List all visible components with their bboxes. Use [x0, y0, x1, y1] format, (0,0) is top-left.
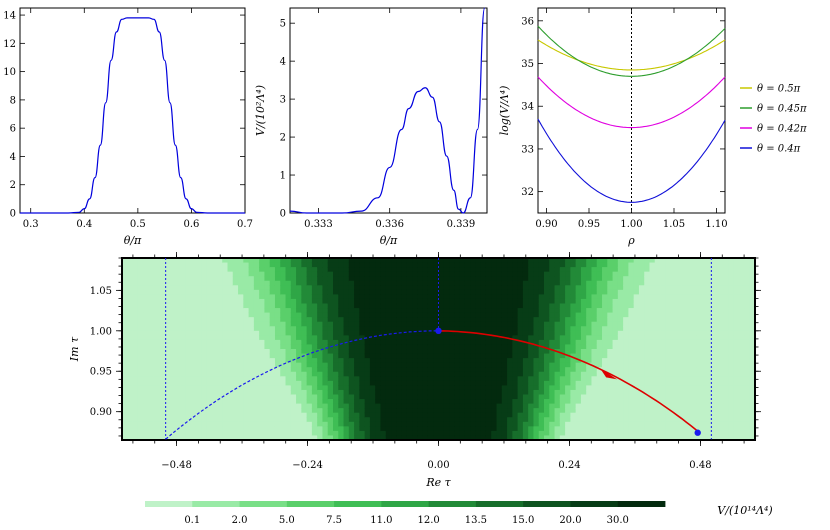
colorbar-swatch-0	[145, 501, 193, 507]
colorbar-level-9: 30.0	[607, 515, 629, 526]
panel-0-ytick-label: 8	[10, 95, 16, 106]
panel-2-xtick-label: 1.10	[705, 219, 727, 230]
panel-0-xtick-label: 0.6	[183, 219, 199, 230]
panel-1-ytick-label: 2	[280, 133, 286, 144]
panel-2-ylabel: log(V/Λ⁴)	[498, 86, 511, 136]
panel-2-series-1	[537, 25, 726, 77]
panel-1-ytick-label: 3	[280, 95, 286, 106]
colorbar-level-6: 13.5	[465, 515, 487, 526]
colorbar-swatch-1	[192, 501, 240, 507]
legend-label-2: θ = 0.42π	[757, 124, 807, 135]
heatmap-ytick-label: 1.00	[90, 326, 112, 337]
panel-1-ytick-label: 5	[280, 19, 286, 30]
colorbar-level-3: 7.5	[326, 515, 342, 526]
panel-0-xlabel: θ/π	[124, 234, 142, 247]
colorbar-swatch-2	[239, 501, 288, 507]
panel-2-xtick-label: 0.90	[535, 219, 557, 230]
panel-1-xtick-label: 0.333	[304, 219, 333, 230]
panel-2-ytick-label: 35	[521, 59, 534, 70]
panel-0-ytick-label: 6	[10, 124, 16, 135]
panel-2-xlabel: ρ	[627, 234, 635, 247]
heatmap-xtick-label: −0.48	[161, 460, 192, 471]
panel-0-xtick-label: 0.7	[237, 219, 253, 230]
legend-label-0: θ = 0.5π	[757, 84, 801, 95]
colorbar-level-4: 11.0	[370, 515, 392, 526]
colorbar-level-8: 20.0	[559, 515, 581, 526]
colorbar-level-0: 0.1	[184, 515, 200, 526]
panel-1-xlabel: θ/π	[380, 234, 398, 247]
panel-1-ytick-label: 1	[280, 171, 286, 182]
heatmap-xtick-label: 0.00	[427, 460, 449, 471]
panel-2-ytick-label: 36	[521, 16, 534, 27]
panel-1-xtick-label: 0.339	[447, 219, 476, 230]
panel-2-ytick-label: 33	[521, 144, 534, 155]
panel-1-ytick-label: 0	[280, 209, 286, 220]
heatmap-ylabel: Im τ	[68, 336, 81, 362]
panel-0-curve	[20, 17, 245, 214]
heatmap-xlabel: Re τ	[425, 476, 451, 489]
panel-1-frame	[289, 7, 488, 214]
colorbar-level-7: 15.0	[512, 515, 534, 526]
colorbar-level-2: 5.0	[279, 515, 295, 526]
panel-2-frame	[537, 7, 726, 214]
panel-0-ytick-label: 2	[10, 180, 16, 191]
colorbar-swatch-6	[428, 501, 477, 507]
heatmap-point-0	[435, 327, 442, 334]
colorbar-swatch-9	[570, 501, 619, 507]
panel-2-series-0	[537, 39, 726, 71]
panel-2-ytick-label: 32	[521, 187, 534, 198]
panel-0-ytick-label: 0	[10, 209, 16, 220]
heatmap-dashed-arc	[165, 330, 439, 440]
panel-0-xtick-label: 0.5	[130, 219, 146, 230]
panel-0-ytick-label: 12	[3, 39, 16, 50]
panel-2-xtick-label: 1.05	[663, 219, 685, 230]
panel-0-frame	[19, 7, 246, 214]
heatmap-xtick-label: 0.48	[689, 460, 711, 471]
panel-0-ytick-label: 10	[3, 67, 16, 78]
panel-0-xtick-label: 0.4	[76, 219, 92, 230]
panel-1-curve	[289, 7, 486, 214]
heatmap-ytick-label: 0.90	[90, 407, 112, 418]
colorbar-swatch-10	[617, 501, 666, 507]
panel-2-xtick-label: 0.95	[578, 219, 600, 230]
colorbar-swatch-3	[286, 501, 335, 507]
panel-0-xtick-label: 0.3	[23, 219, 39, 230]
colorbar-swatch-8	[523, 501, 571, 507]
heatmap-red-path	[438, 330, 700, 433]
legend-label-3: θ = 0.4π	[757, 144, 801, 155]
panel-1-xtick-label: 0.336	[375, 219, 404, 230]
colorbar-swatch-4	[334, 501, 382, 507]
colorbar-level-5: 12.0	[418, 515, 440, 526]
colorbar-level-1: 2.0	[232, 515, 248, 526]
panel-2-ytick-label: 34	[521, 102, 534, 113]
panel-1-ylabel: V/(10²Λ⁴)	[254, 85, 267, 136]
colorbar-swatch-5	[381, 501, 430, 507]
colorbar-swatch-7	[475, 501, 524, 507]
legend-label-1: θ = 0.45π	[757, 104, 807, 115]
colorbar-label: V/(10¹⁴Λ⁴)	[717, 504, 772, 517]
panel-1-ytick-label: 4	[280, 57, 286, 68]
heatmap-xtick-label: 0.24	[558, 460, 580, 471]
panel-2-xtick-label: 1.00	[620, 219, 642, 230]
panel-2-series-3	[537, 118, 726, 203]
heatmap-ytick-label: 0.95	[90, 367, 112, 378]
heatmap-ytick-label: 1.05	[90, 286, 112, 297]
heatmap-arrowhead	[600, 368, 618, 380]
panel-0-ytick-label: 4	[10, 152, 16, 163]
heatmap-field	[122, 258, 755, 440]
panel-2-series-2	[537, 76, 726, 129]
panel-0-ytick-label: 14	[3, 11, 16, 22]
heatmap-xtick-label: −0.24	[292, 460, 323, 471]
heatmap-point-1	[694, 429, 701, 436]
